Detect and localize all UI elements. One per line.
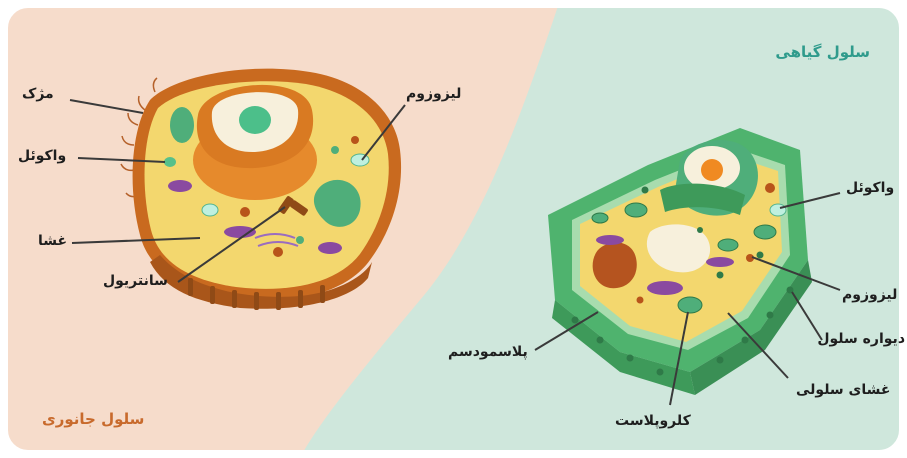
label-animal-centriole: سانتریول bbox=[103, 273, 168, 289]
plant-cell-title: سلول گیاهی bbox=[775, 43, 870, 61]
animal-mitochondrion-2 bbox=[224, 226, 256, 238]
animal-ribosome-1 bbox=[240, 207, 250, 217]
animal-mitochondrion-1 bbox=[168, 180, 192, 192]
label-plant-lysosome: لیزوزوم bbox=[842, 287, 897, 303]
animal-vacuole bbox=[164, 157, 176, 167]
label-plant-vacuole: واکوئل bbox=[846, 180, 894, 196]
label-plant-chloroplast: کلروپلاست bbox=[615, 413, 691, 429]
plant-mitochondrion-2 bbox=[596, 235, 624, 245]
label-animal-cilia: مژک bbox=[22, 86, 54, 102]
label-plant-plasmodesma: پلاسمودسم bbox=[448, 344, 528, 360]
plant-small-vacuole bbox=[770, 204, 786, 216]
animal-mitochondrion-3 bbox=[318, 242, 342, 254]
animal-vesicle bbox=[202, 204, 218, 216]
plant-organelle-brown bbox=[593, 242, 637, 288]
animal-ribosome-5 bbox=[296, 236, 304, 244]
plant-mitochondrion-3 bbox=[706, 257, 734, 267]
label-animal-vacuole: واکوئل bbox=[18, 148, 66, 164]
label-animal-membrane: غشا bbox=[38, 233, 67, 249]
animal-golgi-left bbox=[170, 107, 194, 143]
animal-ribosome-2 bbox=[273, 247, 283, 257]
label-plant-cell-membrane: غشای سلولی bbox=[796, 382, 890, 398]
animal-ribosome-3 bbox=[351, 136, 359, 144]
label-plant-cell-wall: دیواره سلول bbox=[817, 331, 905, 347]
animal-cell-title: سلول جانوری bbox=[42, 410, 144, 428]
animal-ribosome-4 bbox=[331, 146, 339, 154]
label-animal-lysosome: لیزوزوم bbox=[406, 86, 461, 102]
plant-mitochondrion-1 bbox=[647, 281, 683, 295]
animal-nucleolus bbox=[239, 106, 271, 134]
plant-nucleolus bbox=[701, 159, 723, 181]
